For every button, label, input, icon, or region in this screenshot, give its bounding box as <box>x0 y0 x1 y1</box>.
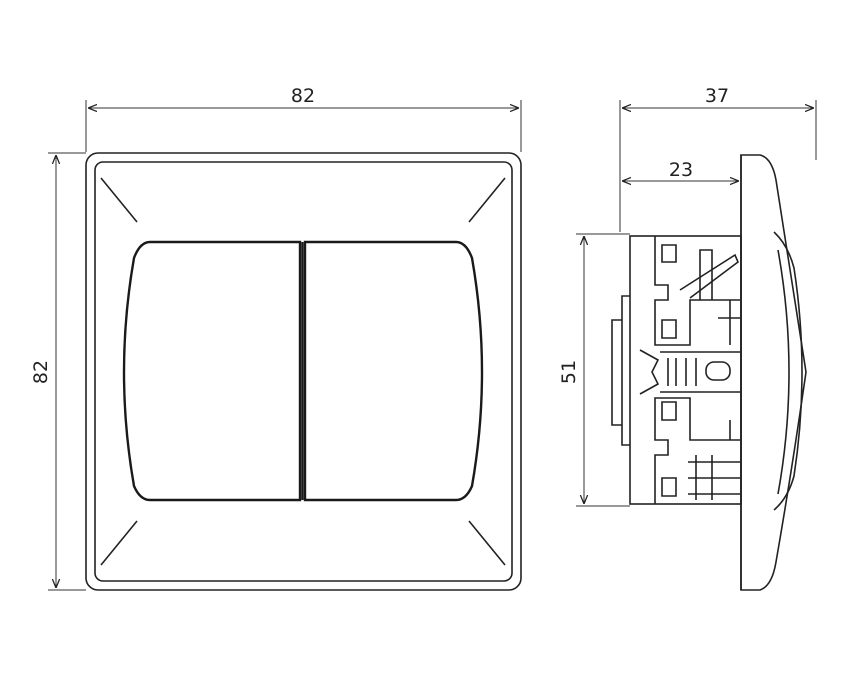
front-view: 82 82 <box>30 85 522 591</box>
side-mechanism-height-dimension: 51 <box>558 233 630 507</box>
side-frame-profile <box>740 154 807 591</box>
left-rocker-button <box>122 240 302 502</box>
side-mechanism <box>611 235 742 505</box>
side-total-depth-label: 37 <box>705 85 729 107</box>
side-rocker-profile <box>773 231 803 511</box>
right-rocker-button <box>303 240 484 502</box>
side-view: 37 23 51 <box>558 85 817 591</box>
front-width-label: 82 <box>291 85 315 107</box>
front-height-label: 82 <box>30 360 52 384</box>
side-mechanism-height-label: 51 <box>558 360 580 384</box>
frame-outer <box>85 152 522 591</box>
front-height-dimension: 82 <box>30 152 86 591</box>
side-mechanism-depth-dimension: 23 <box>622 159 742 190</box>
side-total-depth-dimension: 37 <box>619 85 817 232</box>
side-mechanism-depth-label: 23 <box>669 159 693 181</box>
side-rocker-inner-curve <box>777 249 790 495</box>
front-width-dimension: 82 <box>85 85 522 152</box>
frame-bevel-lines <box>100 177 506 566</box>
frame-inner <box>94 161 513 582</box>
